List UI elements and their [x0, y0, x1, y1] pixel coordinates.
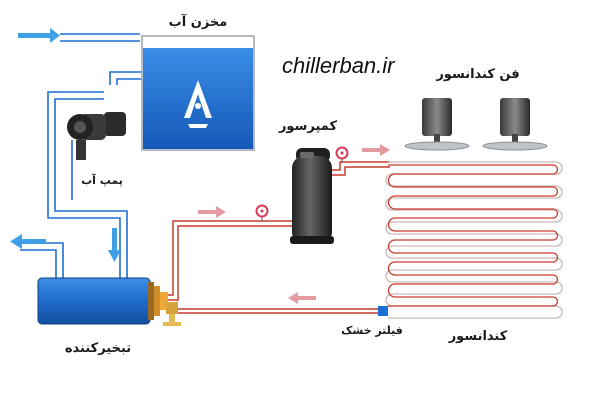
label-water-pump: پمپ آب [81, 173, 123, 187]
inlet-arrow-icon [18, 28, 60, 43]
condenser-fan-left [404, 98, 470, 151]
flow-arrow-right-icon [198, 206, 226, 218]
site-name: chillerban.ir [282, 53, 396, 78]
expansion-valve-icon [163, 302, 181, 326]
refrigerant-lines [168, 161, 390, 314]
down-flow-arrow-icon [108, 228, 121, 262]
evaporator [37, 277, 168, 325]
condenser-coil [385, 161, 563, 319]
refrigerant-flow-arrows [198, 144, 390, 304]
filter-drier-icon [378, 306, 388, 316]
flow-arrow-right-icon [362, 144, 390, 156]
pressure-gauge-icon [335, 146, 349, 162]
label-evaporator: تبخیرکننده [65, 341, 131, 356]
flow-arrow-left-icon [288, 292, 316, 304]
compressor [290, 148, 334, 244]
label-water-tank: مخزن آب [169, 13, 228, 30]
pressure-gauge-icon [255, 204, 269, 221]
label-condenser-fan: فن کندانسور [435, 67, 519, 82]
chillerban-logo-icon [184, 80, 212, 128]
water-pump [67, 112, 126, 160]
condenser-fan-right [482, 98, 548, 151]
label-condenser: کندانسور [448, 329, 508, 344]
label-compressor: کمپرسور [278, 119, 338, 134]
water-tank [141, 35, 255, 151]
label-filter-drier: فیلتر خشک [341, 324, 403, 337]
water-pipes [20, 33, 142, 278]
outlet-arrow-icon [10, 234, 46, 249]
